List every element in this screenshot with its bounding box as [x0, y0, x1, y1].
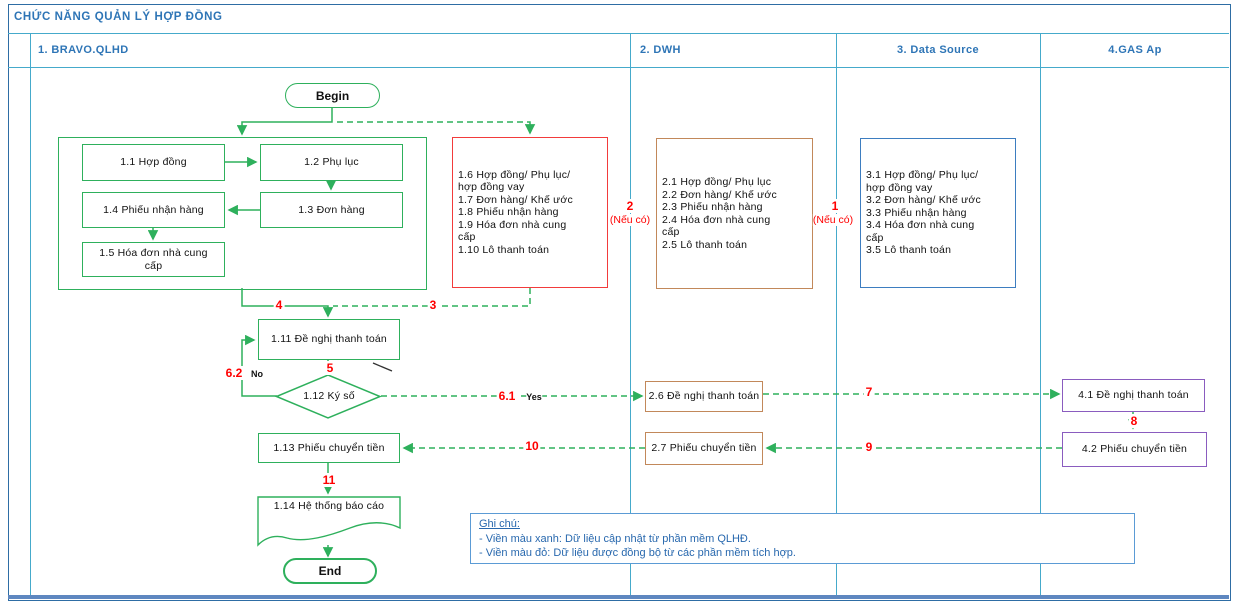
node-1-11-de-nghi-thanh-toan: 1.11 Đề nghị thanh toán: [258, 319, 400, 360]
flow-label-2-condition: (Nếu có): [609, 214, 651, 226]
outer-frame: [8, 4, 1231, 601]
node-1-3-don-hang: 1.3 Đơn hàng: [260, 192, 403, 228]
lane-header-bravo-qlhd: 1. BRAVO.QLHD: [38, 44, 129, 56]
flow-label-yes: Yes: [526, 392, 542, 402]
node-3-1-to-3-5-source: 3.1 Hợp đồng/ Phụ lục/ hợp đồng vay 3.2 …: [860, 138, 1016, 288]
title-separator: [8, 33, 1229, 34]
lane-header-separator: [8, 67, 1229, 68]
node-4-2-phieu-chuyen-tien: 4.2 Phiếu chuyển tiền: [1062, 432, 1207, 467]
page-title: CHỨC NĂNG QUẢN LÝ HỢP ĐỒNG: [14, 11, 223, 23]
node-1-13-phieu-chuyen-tien: 1.13 Phiếu chuyển tiền: [258, 433, 400, 463]
lane-divider-2-3: [836, 33, 837, 595]
flow-label-10: 10: [523, 439, 541, 453]
lane-header-dwh: 2. DWH: [640, 44, 681, 56]
flow-label-9: 9: [863, 440, 875, 454]
flow-label-no: No: [251, 369, 263, 379]
legend-note-box: Ghi chú: - Viền màu xanh: Dữ liệu cập nh…: [470, 513, 1135, 564]
flow-label-2: 2: [624, 199, 636, 213]
lane-header-data-source: 3. Data Source: [896, 44, 980, 56]
lane-divider-3-4: [1040, 33, 1041, 595]
node-4-1-de-nghi-thanh-toan: 4.1 Đề nghị thanh toán: [1062, 379, 1205, 412]
node-2-7-phieu-chuyen-tien: 2.7 Phiếu chuyển tiền: [645, 432, 763, 465]
node-1-5-hoa-don: 1.5 Hóa đơn nhà cung cấp: [82, 242, 225, 277]
flow-label-6-2: 6.2: [223, 366, 245, 380]
legend-heading: Ghi chú:: [479, 518, 520, 530]
phase-column-divider: [30, 33, 31, 595]
lane-header-gas-ap: 4.GAS Ap: [1108, 44, 1162, 56]
bottom-border-band: [8, 595, 1229, 599]
flow-label-6-1: 6.1: [496, 389, 518, 403]
flow-label-5: 5: [324, 361, 336, 375]
begin-terminator: Begin: [285, 83, 380, 108]
flow-label-1: 1: [829, 199, 841, 213]
flow-label-3: 3: [427, 298, 439, 312]
node-1-12-ky-so-label: 1.12 Ký số: [303, 390, 355, 402]
node-1-1-hop-dong: 1.1 Hợp đồng: [82, 144, 225, 181]
node-2-6-de-nghi-thanh-toan: 2.6 Đề nghị thanh toán: [645, 381, 763, 412]
node-1-2-phu-luc: 1.2 Phụ lục: [260, 144, 403, 181]
legend-line-red: - Viền màu đỏ: Dữ liệu được đồng bộ từ c…: [479, 547, 796, 559]
flow-label-4: 4: [273, 298, 285, 312]
legend-line-green: - Viền màu xanh: Dữ liệu cập nhật từ phầ…: [479, 532, 751, 545]
node-1-6-to-1-10-sync: 1.6 Hợp đồng/ Phụ lục/ hợp đồng vay 1.7 …: [452, 137, 608, 288]
node-1-14-he-thong-bao-cao-label: 1.14 Hệ thống báo cáo: [273, 500, 385, 512]
flow-label-7: 7: [863, 385, 875, 399]
flow-label-11: 11: [320, 473, 338, 487]
lane-divider-1-2: [630, 33, 631, 595]
flow-label-1-condition: (Nếu có): [812, 214, 854, 226]
end-terminator: End: [283, 558, 377, 584]
node-1-4-phieu-nhan-hang: 1.4 Phiếu nhận hàng: [82, 192, 225, 228]
flow-label-8: 8: [1128, 414, 1140, 428]
node-2-1-to-2-5-dwh: 2.1 Hợp đồng/ Phụ lục 2.2 Đơn hàng/ Khế …: [656, 138, 813, 289]
